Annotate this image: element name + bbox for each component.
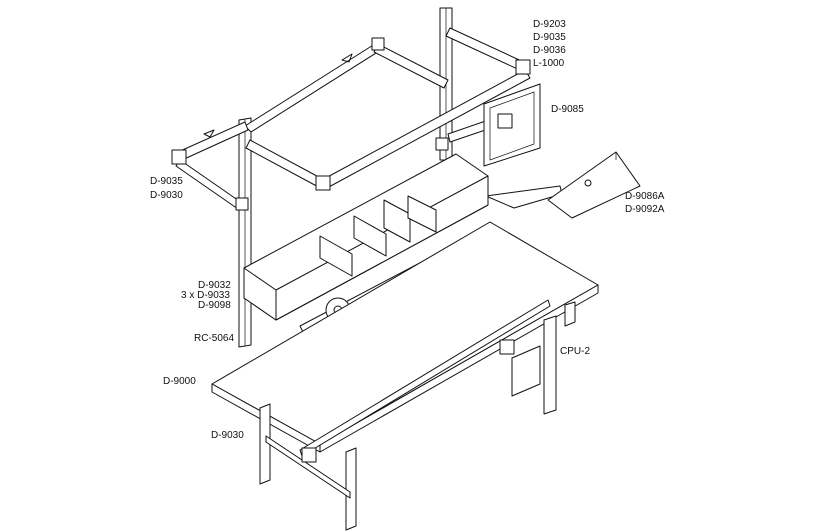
label-d-9030-left: D-9030: [150, 190, 183, 201]
label-d-9035-left: D-9035: [150, 176, 183, 187]
part-labels: D-9203 D-9035 D-9036 L-1000 D-9085 D-908…: [150, 19, 665, 441]
keyboard-tray: [485, 151, 641, 219]
label-d-9035-top: D-9035: [533, 32, 566, 43]
label-d-9036: D-9036: [533, 45, 566, 56]
cpu-holder: [511, 345, 541, 397]
label-d-9085: D-9085: [551, 104, 584, 115]
label-d-9203: D-9203: [533, 19, 566, 30]
label-d-9098: D-9098: [198, 300, 231, 311]
label-rc-5064: RC-5064: [194, 333, 234, 344]
monitor-arm: [447, 83, 541, 167]
label-d-9000: D-9000: [163, 376, 196, 387]
parts-shelf: [243, 153, 489, 321]
label-d-9033: 3 x D-9033: [181, 290, 230, 301]
label-d-9086a: D-9086A: [625, 191, 665, 202]
bench-legs: [259, 299, 576, 531]
overhead-frame: [171, 27, 531, 211]
label-cpu-2: CPU-2: [560, 346, 590, 357]
label-d-9092a: D-9092A: [625, 204, 665, 215]
left-rear-upright: [238, 117, 252, 348]
label-d-9032: D-9032: [198, 280, 231, 291]
bench-top: [211, 221, 599, 453]
label-l-1000: L-1000: [533, 58, 565, 69]
label-d-9030-brace: D-9030: [211, 430, 244, 441]
